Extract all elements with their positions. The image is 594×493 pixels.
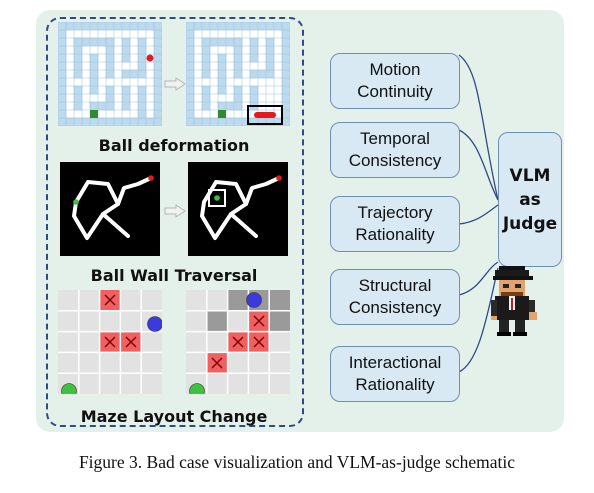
arrow-right-icon <box>164 204 186 218</box>
criterion-line1: Interactional <box>348 353 442 372</box>
panel-label-maze-layout-change: Maze Layout Change <box>80 407 268 426</box>
criterion-line1: Structural <box>358 276 432 295</box>
bad-cases-frame <box>46 17 304 427</box>
criterion-line2: Rationality <box>355 225 435 244</box>
criterion-line2: Continuity <box>357 82 433 101</box>
skeleton-thumbnail-after <box>188 162 288 256</box>
skeleton-thumbnail-before <box>60 162 160 256</box>
maze-thumbnail-after <box>186 22 290 126</box>
judge-line3: Judge <box>502 213 558 234</box>
judge-avatar-icon <box>491 266 537 336</box>
panel-label-ball-wall-traversal: Ball Wall Traversal <box>90 266 258 285</box>
vlm-judge-box: VLM as Judge <box>498 132 562 267</box>
criterion-line2: Consistency <box>348 298 442 317</box>
arrow-right-icon <box>164 77 186 91</box>
figure-caption: Figure 3. Bad case visualization and VLM… <box>78 452 516 472</box>
maze-thumbnail-before <box>58 22 162 126</box>
grid-thumbnail-before <box>58 290 162 394</box>
criterion-line2: Consistency <box>348 151 442 170</box>
judge-line1: VLM <box>509 165 551 186</box>
judge-line2: as <box>519 189 541 210</box>
panel-label-ball-deformation: Ball deformation <box>98 136 250 155</box>
criterion-line1: Motion <box>369 60 421 79</box>
criterion-line1: Temporal <box>360 129 430 148</box>
criterion-line2: Rationality <box>355 375 435 394</box>
criterion-line1: Trajectory <box>357 203 433 222</box>
grid-thumbnail-after <box>186 290 290 394</box>
